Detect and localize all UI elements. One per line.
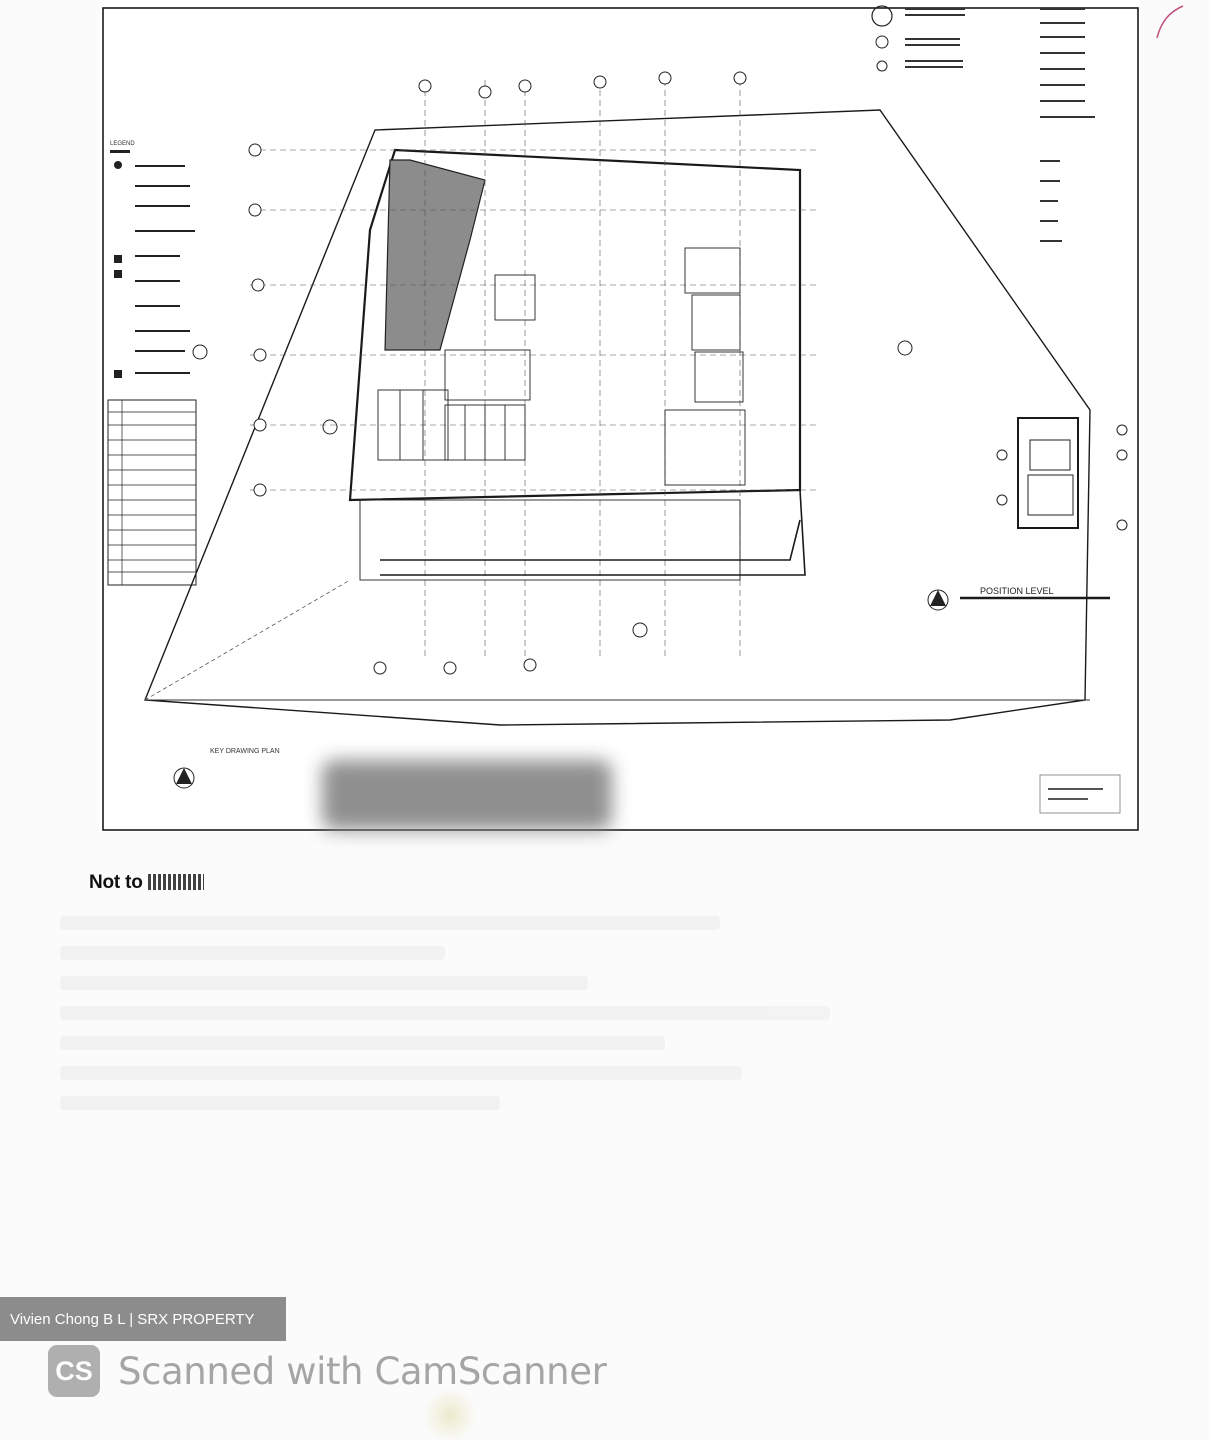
camscanner-caption: Scanned with CamScanner xyxy=(118,1349,607,1393)
legend-title: LEGEND xyxy=(110,141,135,147)
camscanner-watermark: CS Scanned with CamScanner xyxy=(48,1343,607,1399)
position-level-label: POSITION LEVEL xyxy=(980,586,1054,596)
grid-bubbles xyxy=(248,71,747,675)
agent-watermark: Vivien Chong B L | SRX PROPERTY xyxy=(0,1297,286,1341)
key-plan-label: KEY DRAWING PLAN xyxy=(210,748,280,755)
rooms xyxy=(359,247,746,581)
smudged-text xyxy=(147,874,204,890)
redacted-area xyxy=(322,760,612,830)
legend-panel xyxy=(107,150,197,586)
position-level-inset: POSITION LEVEL xyxy=(960,417,1128,600)
paper-stain xyxy=(420,1390,480,1440)
title-stamp xyxy=(1039,774,1121,814)
north-arrows xyxy=(173,340,949,789)
site-plan-drawing: POSITION LEVEL KEY DRAWING PLAN LEGEND xyxy=(102,5,1139,831)
drawing-sheet: POSITION LEVEL KEY DRAWING PLAN LEGEND xyxy=(100,0,1140,832)
site-boundary xyxy=(143,109,1091,726)
scale-note: Not to xyxy=(89,872,204,894)
pen-mark xyxy=(1156,5,1184,39)
faint-bleedthrough xyxy=(60,900,1160,1230)
driveway xyxy=(380,489,806,576)
camscanner-logo-icon: CS xyxy=(48,1345,100,1397)
shaded-area xyxy=(384,159,486,351)
building-outline xyxy=(348,148,802,502)
notes-column xyxy=(871,5,1095,242)
scale-note-text: Not to xyxy=(89,872,148,893)
